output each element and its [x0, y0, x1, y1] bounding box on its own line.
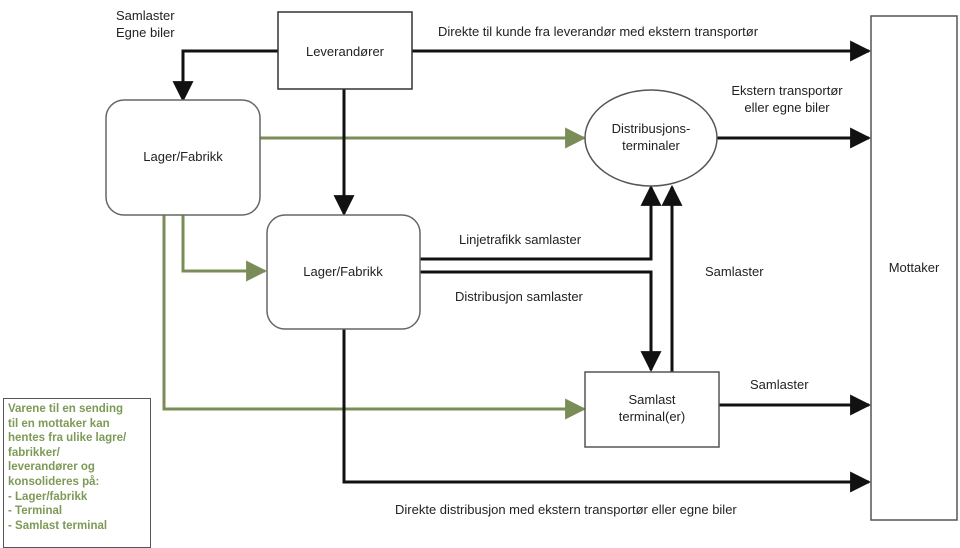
node-warehouse-1[interactable]: Lager/Fabrikk — [105, 99, 261, 216]
edge-labels: Samlaster Egne biler Direkte til kunde f… — [116, 8, 843, 517]
note-line: - Terminal — [8, 505, 63, 518]
node-warehouse-2[interactable]: Lager/Fabrikk — [266, 214, 421, 330]
receiver-label: Mottaker — [889, 260, 940, 275]
label-external-or-own-line2: eller egne biler — [744, 100, 830, 115]
distribution-terminal-label-line1: Distribusjons- — [612, 121, 691, 136]
label-direct-from-supplier: Direkte til kunde fra leverandør med eks… — [438, 24, 759, 39]
black-flows — [172, 40, 872, 493]
label-consolidated-up: Samlaster — [705, 264, 764, 279]
distribution-terminal-label-line2: terminaler — [622, 138, 680, 153]
note-line: Varene til en sending — [8, 403, 124, 415]
node-receiver[interactable]: Mottaker — [870, 15, 958, 521]
warehouse-2-label: Lager/Fabrikk — [303, 264, 383, 279]
edge-warehouse1-to-warehouse2 — [181, 215, 268, 282]
note-line: - Samlast terminal — [8, 519, 108, 532]
note-line: fabrikker/ — [8, 446, 60, 459]
note-line: hentes fra ulike lagre/ — [8, 432, 127, 445]
label-top-left-line2: Egne biler — [116, 25, 175, 40]
edge-suppliers-to-warehouse1 — [172, 49, 278, 103]
label-top-left-line1: Samlaster — [116, 8, 175, 23]
edge-warehouse2-to-receiver — [342, 329, 872, 493]
label-consolidated-out: Samlaster — [750, 377, 809, 392]
warehouse-1-label: Lager/Fabrikk — [143, 149, 223, 164]
edge-warehouse2-to-consolidation-terminal — [420, 270, 662, 373]
note-line: til en mottaker kan — [8, 417, 110, 430]
note-line: konsolideres på: — [8, 475, 100, 488]
node-suppliers[interactable]: Leverandører — [277, 11, 413, 90]
node-consolidation-terminal[interactable]: Samlast terminal(er) — [584, 371, 720, 448]
label-line-traffic: Linjetrafikk samlaster — [459, 232, 582, 247]
note-line: leverandører og — [8, 461, 95, 474]
label-direct-distribution: Direkte distribusjon med ekstern transpo… — [395, 502, 737, 517]
note-line: - Lager/fabrikk — [8, 490, 88, 503]
suppliers-label: Leverandører — [306, 44, 385, 59]
consolidation-terminal-label-line2: terminal(er) — [619, 409, 685, 424]
edge-warehouse1-to-consolidation-terminal — [162, 215, 587, 420]
node-distribution-terminal[interactable]: Distribusjons- terminaler — [584, 89, 718, 187]
consolidation-terminal-label-line1: Samlast — [629, 392, 676, 407]
edge-warehouse2-to-distribution-terminal — [420, 184, 662, 261]
label-distribution-consolidated: Distribusjon samlaster — [455, 289, 584, 304]
consolidation-note: Varene til en sending til en mottaker ka… — [3, 398, 151, 548]
label-external-or-own-line1: Ekstern transportør — [731, 83, 843, 98]
green-flows — [162, 127, 587, 420]
